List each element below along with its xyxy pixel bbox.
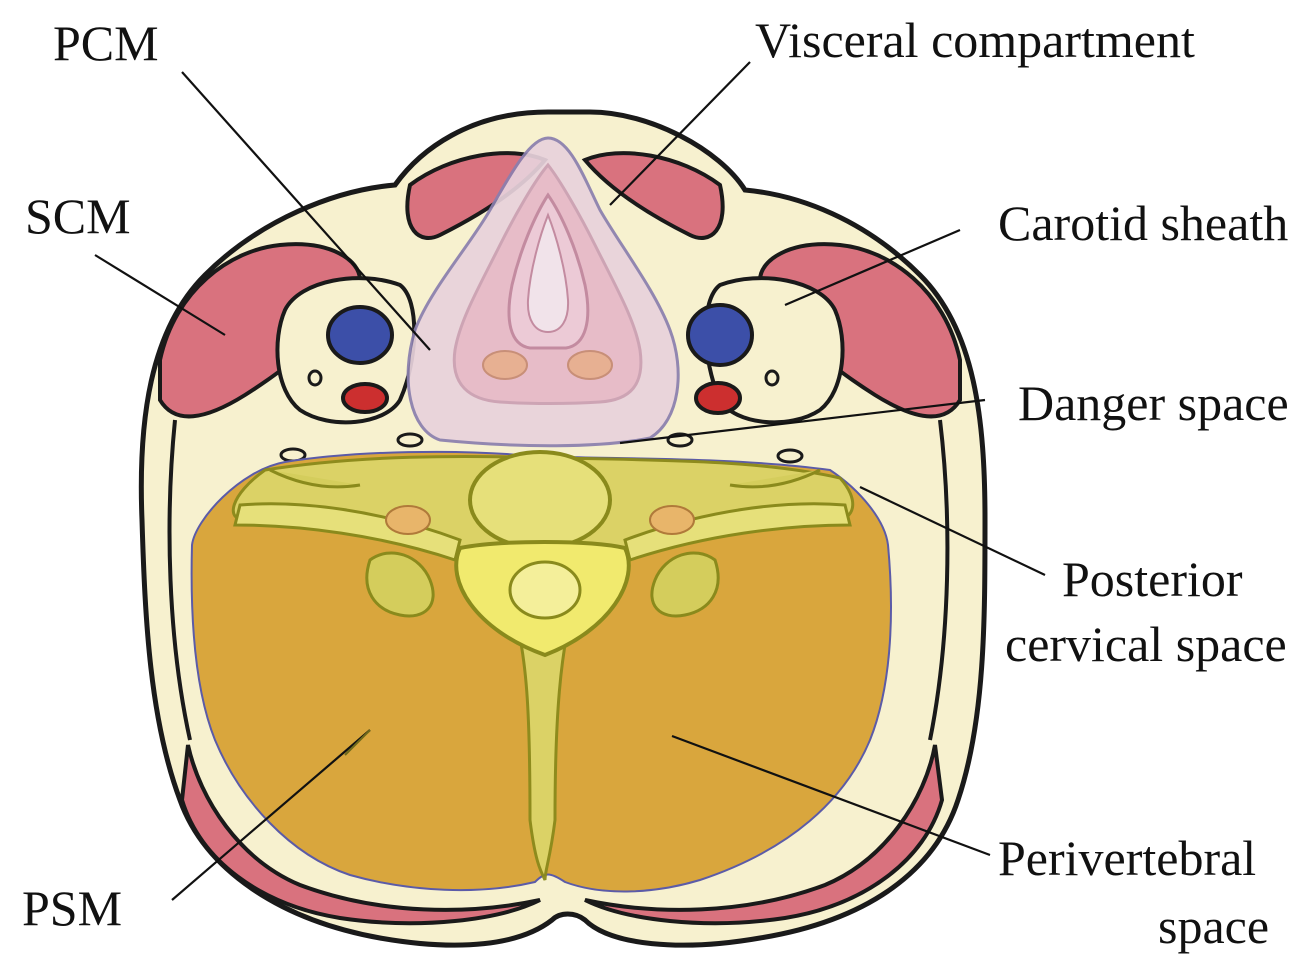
label-posterior-line1: Posterior xyxy=(1062,551,1243,607)
label-danger-space: Danger space xyxy=(1018,375,1289,431)
vertebral-artery-left xyxy=(386,506,430,534)
label-psm: PSM xyxy=(22,880,122,936)
vagus-nerve-right xyxy=(766,371,778,385)
vertebral-artery-right xyxy=(650,506,694,534)
carotid-artery-right xyxy=(696,383,740,413)
sympathetic-trunk-left-2 xyxy=(398,434,422,446)
sympathetic-trunk-right xyxy=(778,450,802,462)
vertebral-body xyxy=(470,452,610,548)
carotid-artery-left xyxy=(343,384,387,412)
parathyroid-right xyxy=(568,351,612,379)
label-scm: SCM xyxy=(25,188,131,244)
label-pcm: PCM xyxy=(53,15,159,71)
label-visceral-compartment: Visceral compartment xyxy=(755,12,1195,68)
label-perivertebral-line1: Perivertebral xyxy=(998,830,1256,886)
label-perivertebral-line2: space xyxy=(1158,898,1269,954)
parathyroid-left xyxy=(483,351,527,379)
internal-jugular-vein-right xyxy=(688,305,752,365)
vagus-nerve-left xyxy=(309,371,321,385)
label-posterior-line2: cervical space xyxy=(1005,616,1287,672)
spinal-cord xyxy=(510,562,580,618)
internal-jugular-vein-left xyxy=(328,307,392,363)
label-carotid-sheath: Carotid sheath xyxy=(998,195,1288,251)
